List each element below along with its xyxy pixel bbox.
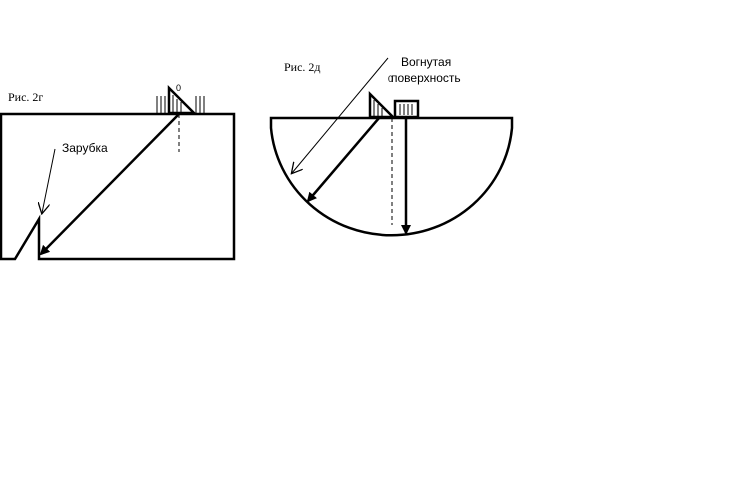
notch-label: Зарубка [62, 141, 108, 155]
angle-probe [167, 84, 198, 115]
angle-beam-arrow [306, 117, 380, 203]
figure-2g: Рис. 2г 0 Зарубка [0, 83, 236, 261]
probe-point-label-2d: 0 [388, 74, 393, 84]
specimen-block [0, 112, 236, 261]
figure-2d: Рис. 2д 0 Вогнутая поверхность [269, 55, 514, 237]
notch-pointer [42, 148, 56, 213]
probe-point-label: 0 [176, 83, 181, 93]
concave-specimen [269, 116, 514, 237]
contact-hatching [156, 96, 205, 113]
surface-label-line2: поверхность [391, 71, 461, 85]
figure-2g-caption: Рис. 2г [8, 90, 43, 104]
surface-pointer [292, 57, 389, 173]
figure-2d-caption: Рис. 2д [284, 60, 321, 74]
straight-probe [393, 99, 420, 119]
surface-label-line1: Вогнутая [401, 55, 451, 69]
beam-arrow [39, 114, 179, 256]
angle-probe-2d [368, 90, 397, 119]
